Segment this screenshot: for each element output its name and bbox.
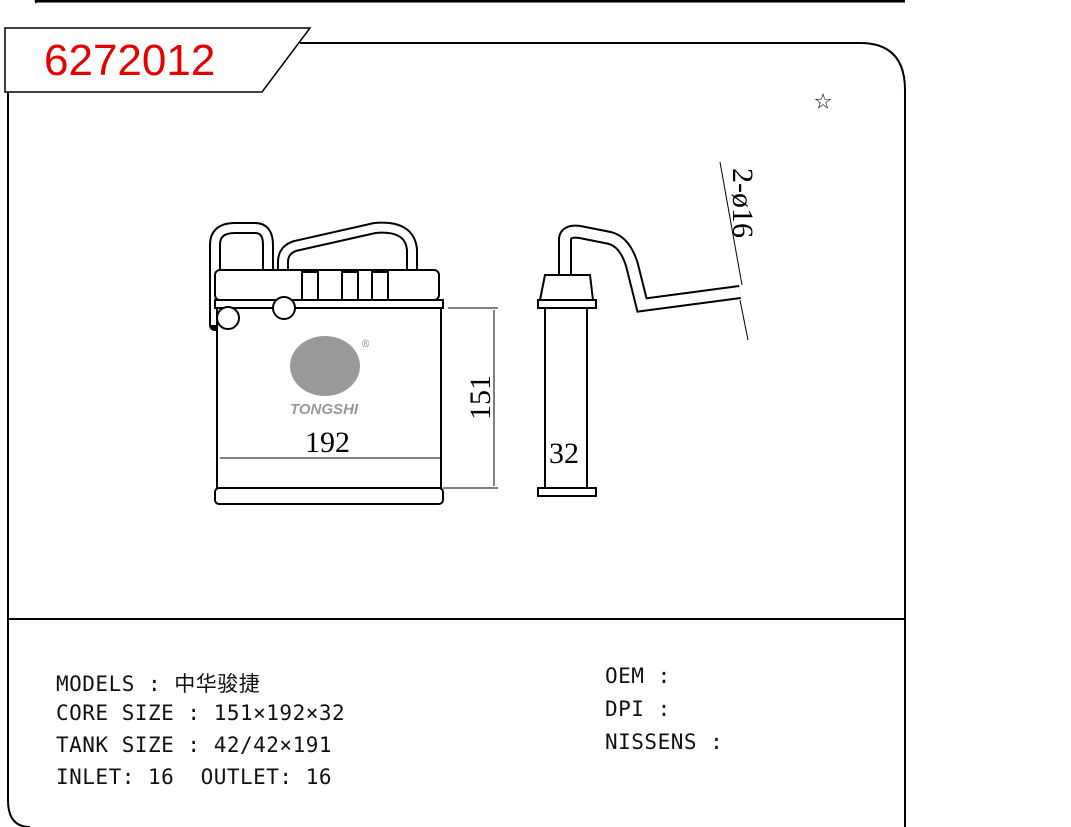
heater-core-front-view: ® [209,221,498,505]
svg-text:®: ® [362,337,370,351]
part-number: 6272012 [44,36,216,85]
height-dimension: 151 [464,375,497,420]
pipe-dimension: 2-ø16 [726,168,759,238]
dpi-spec: DPI : [605,697,671,721]
thickness-dimension: 32 [549,437,579,470]
width-dimension: 192 [305,426,350,459]
inlet-outlet-spec: INLET: 16 OUTLET: 16 [56,765,333,789]
tank-size-spec: TANK SIZE : 42/42×191 [56,733,333,757]
star-outline-icon[interactable]: ☆ [814,82,833,117]
brand-logo-text: TONGSHI [290,401,359,418]
oem-spec: OEM : [605,664,671,688]
nissens-spec: NISSENS : [605,730,724,754]
heater-core-side-view [537,161,749,497]
models-spec: MODELS : 中华骏捷 [56,672,261,696]
core-size-spec: CORE SIZE : 151×192×32 [56,701,346,725]
